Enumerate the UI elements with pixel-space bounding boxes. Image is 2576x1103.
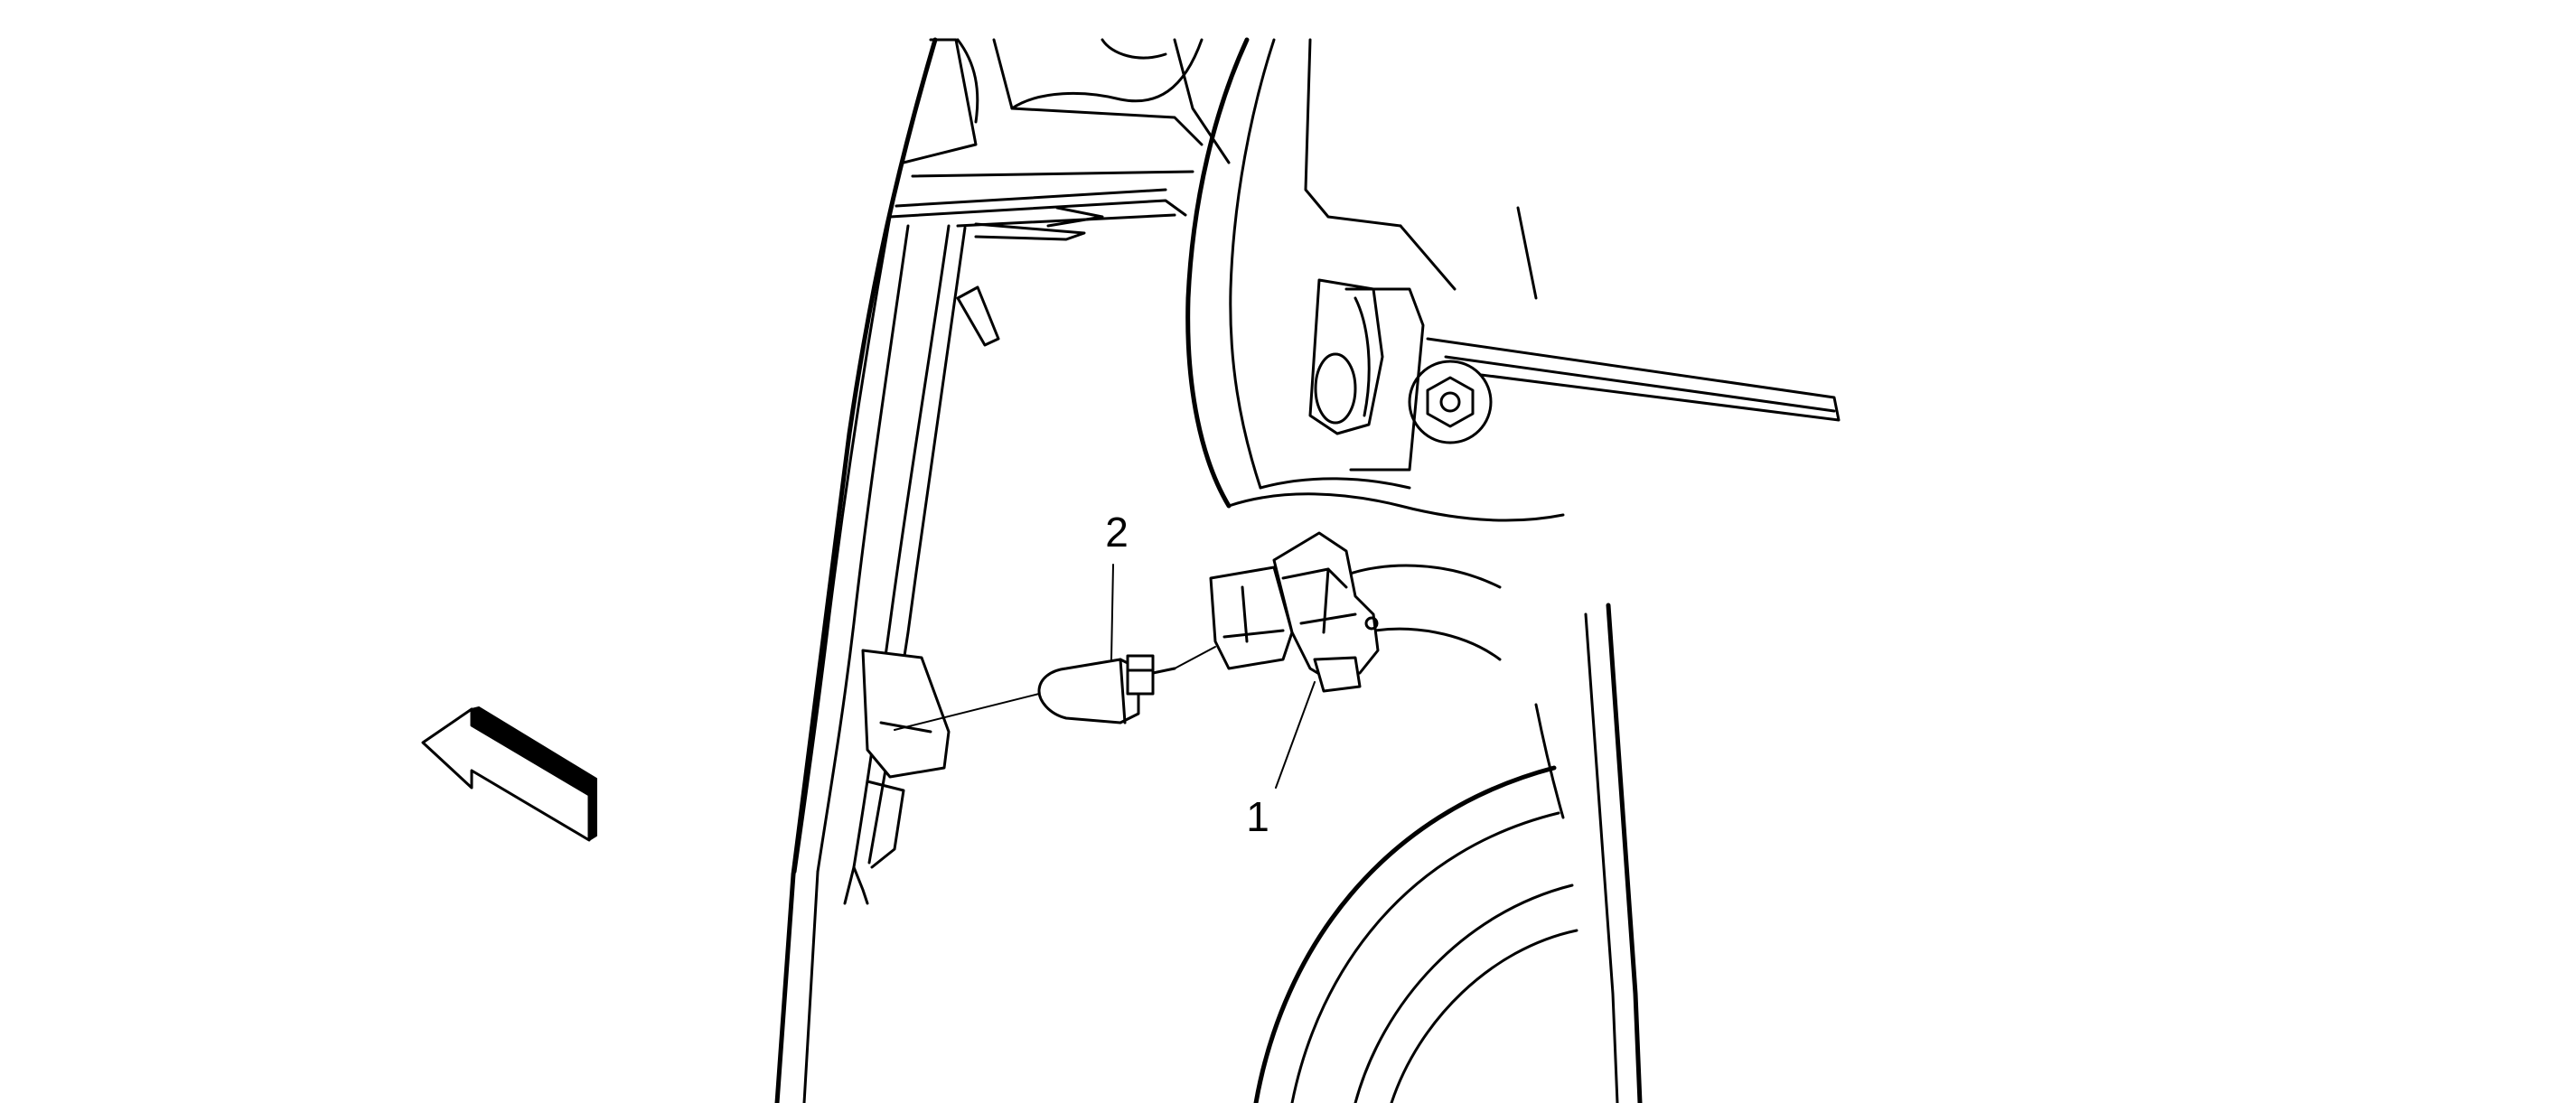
callout-leaders (1110, 564, 1316, 789)
front-direction-arrow-icon (421, 706, 597, 842)
lamp-socket (1209, 531, 1380, 693)
callout-2-label: 2 (1105, 509, 1129, 556)
lamp-bulb (1037, 654, 1176, 724)
removal-path-line (894, 646, 1216, 731)
rear-structure (1185, 37, 1841, 1103)
callout-1-label: 1 (1246, 793, 1269, 840)
vehicle-body-outline (774, 37, 1231, 1103)
